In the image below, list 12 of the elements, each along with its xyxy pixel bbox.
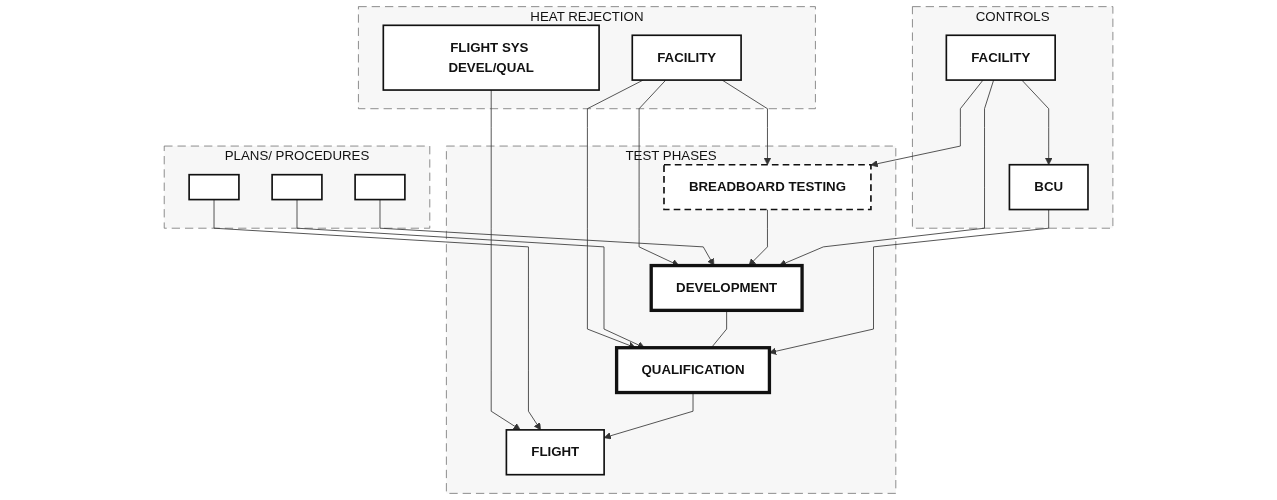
node-box xyxy=(354,173,406,201)
cluster: PLANS/ PROCEDURES xyxy=(163,145,431,229)
node-box: BCU xyxy=(1008,163,1089,211)
node-box: FACILITY xyxy=(945,34,1056,81)
node-box: FLIGHT xyxy=(505,429,605,476)
node-box: DEVELOPMENT xyxy=(649,263,804,313)
node-box xyxy=(188,173,240,201)
node-box: FLIGHT SYS DEVEL/QUAL xyxy=(382,24,600,91)
node-box: BREADBOARD TESTING xyxy=(663,163,872,211)
node-box: QUALIFICATION xyxy=(614,346,771,395)
node-box: FACILITY xyxy=(631,34,742,81)
node-box xyxy=(271,173,323,201)
